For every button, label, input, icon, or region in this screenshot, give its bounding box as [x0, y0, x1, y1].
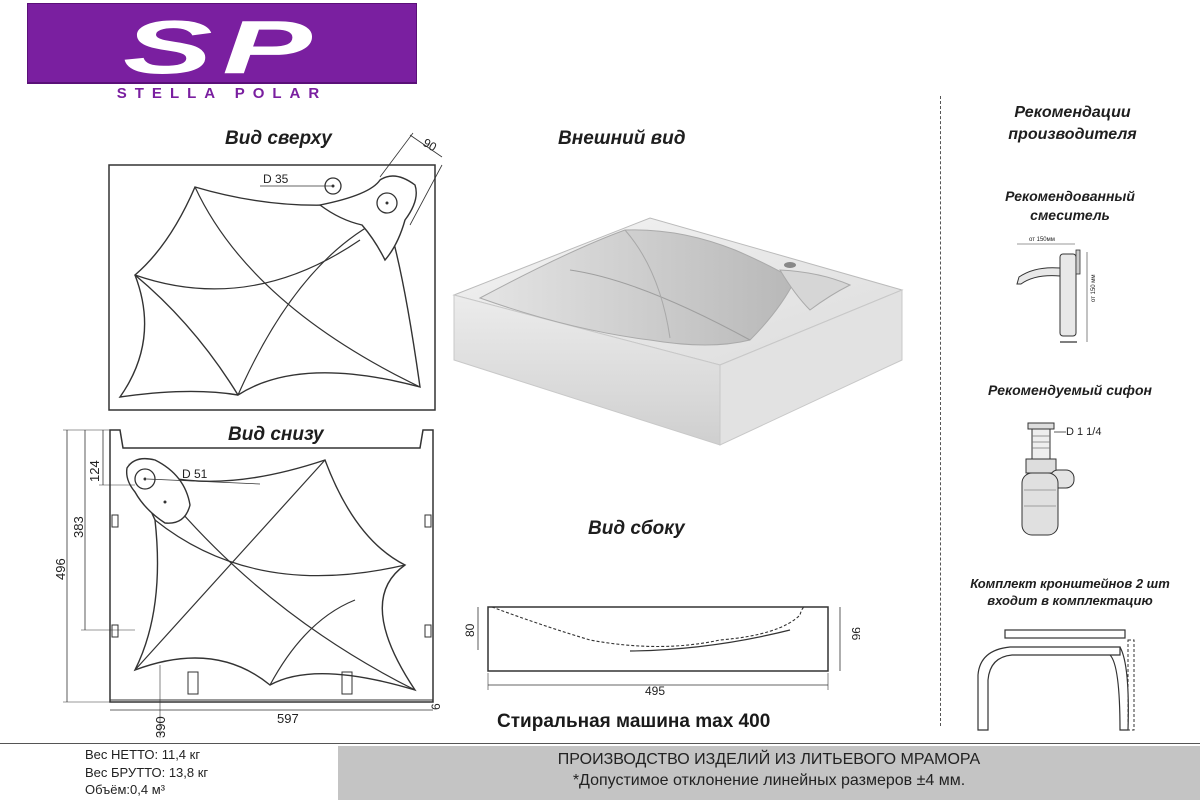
- brackets-heading-line1: Комплект кронштейнов 2 шт: [970, 576, 1170, 591]
- side-dim-495: 495: [645, 684, 665, 698]
- washing-machine-note: Стиральная машина max 400: [497, 711, 771, 732]
- column-divider: [940, 96, 941, 726]
- dim-383: 383: [71, 516, 86, 538]
- top-view-heading: Вид сверху: [225, 128, 332, 149]
- footer-line1: ПРОИЗВОДСТВО ИЗДЕЛИЙ ИЗ ЛИТЬЕВОГО МРАМОР…: [557, 751, 981, 768]
- brackets-drawing: [977, 629, 1135, 731]
- exterior-3d-view: [452, 217, 904, 446]
- dim-496: 496: [55, 558, 68, 580]
- side-view-drawing: 80 96 495: [463, 606, 860, 698]
- bottom-drain-label: D 51: [182, 467, 208, 481]
- dim-124: 124: [87, 460, 102, 482]
- mixer-drawing: от 150мм от 150 мм: [1016, 237, 1097, 343]
- logo-letters: SP: [123, 5, 321, 90]
- side-dim-96: 96: [849, 627, 860, 641]
- spec-volume: Объём:0,4 м³: [85, 782, 165, 797]
- mixer-dim-side: от 150 мм: [1091, 274, 1097, 302]
- mixer-heading-line1: Рекомендованный: [1005, 188, 1135, 204]
- mixer-heading-line2: смеситель: [1030, 207, 1110, 223]
- spec-net: Вес НЕТТО: 11,4 кг: [85, 747, 201, 762]
- logo: SP STELLA POLAR: [27, 3, 417, 101]
- spec-gross: Вес БРУТТО: 13,8 кг: [85, 765, 209, 780]
- mixer-dim-top: от 150мм: [1029, 237, 1055, 243]
- exterior-view-heading: Внешний вид: [558, 128, 686, 149]
- siphon-dim: D 1 1/4: [1066, 426, 1101, 438]
- side-dim-80: 80: [463, 623, 477, 637]
- top-angle-label: 90: [421, 135, 440, 154]
- recommendations-title-line1: Рекомендации: [1014, 104, 1131, 121]
- top-view-drawing: D 35 90: [108, 132, 443, 411]
- dim-6: 6: [429, 703, 443, 710]
- brackets-heading-line2: входит в комплектацию: [987, 593, 1153, 608]
- bottom-view-drawing: D 51 496 383 124 597 390 6: [55, 429, 443, 738]
- siphon-drawing: D 1 1/4: [1021, 422, 1101, 536]
- footer-divider: [0, 743, 1200, 744]
- top-hole-label: D 35: [263, 172, 289, 186]
- footer-bar: [338, 746, 1200, 800]
- logo-brand: STELLA POLAR: [117, 85, 327, 101]
- bottom-view-heading: Вид снизу: [228, 424, 324, 445]
- recommendations-title-line2: производителя: [1008, 126, 1137, 143]
- dim-390: 390: [153, 716, 168, 738]
- brackets-heading: Комплект кронштейнов 2 шт входит в компл…: [950, 575, 1190, 609]
- recommendations-title: Рекомендации производителя: [960, 102, 1185, 146]
- siphon-heading: Рекомендуемый сифон: [988, 382, 1152, 398]
- side-view-heading: Вид сбоку: [588, 518, 685, 539]
- dim-597: 597: [277, 711, 299, 726]
- mixer-heading: Рекомендованный смеситель: [960, 187, 1180, 225]
- footer-line2: *Допустимое отклонение линейных размеров…: [572, 772, 966, 789]
